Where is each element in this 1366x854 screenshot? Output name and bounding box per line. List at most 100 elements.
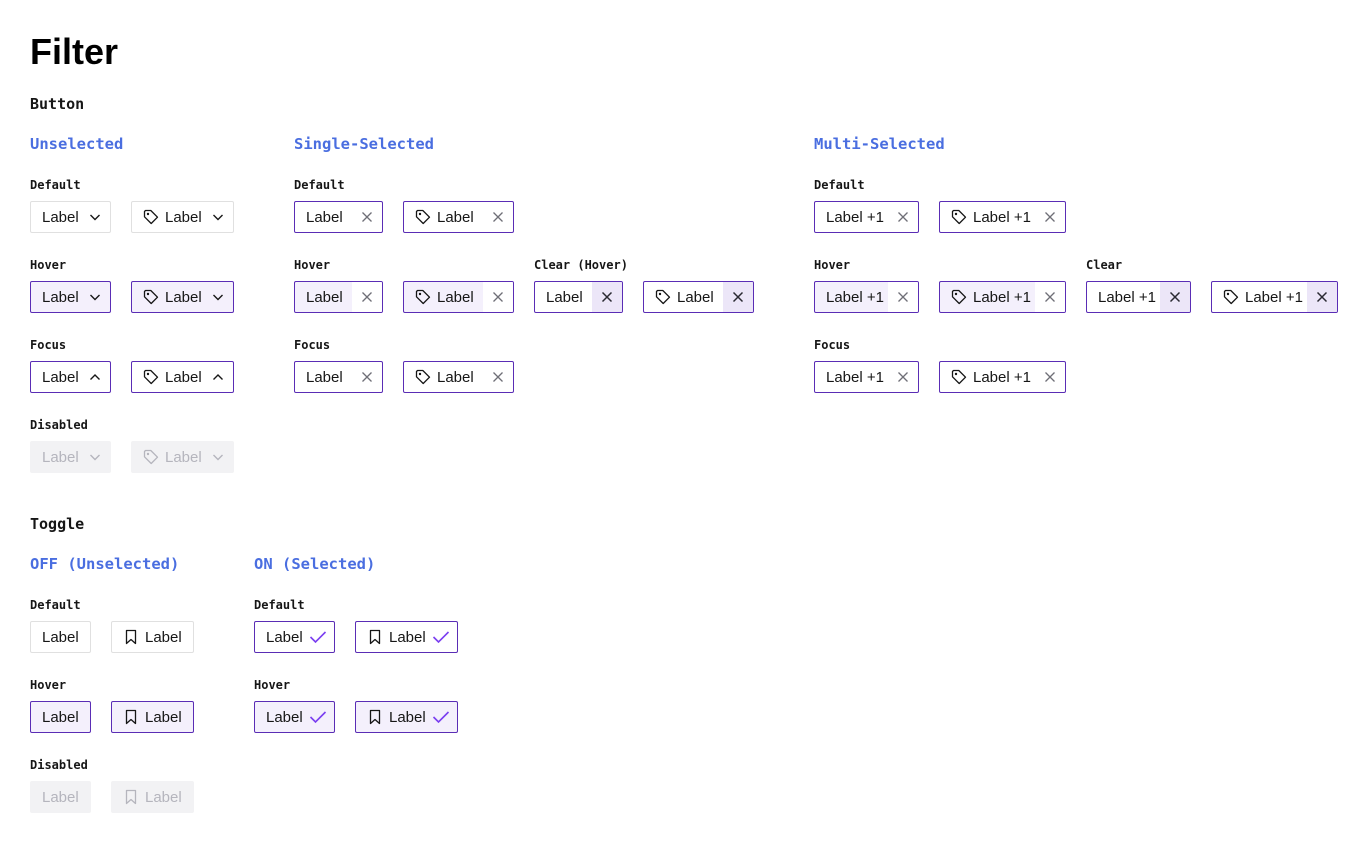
toggle-on-hover-with-icon[interactable]: Label [355,701,458,733]
tag-icon [143,209,159,225]
close-icon[interactable] [352,202,382,232]
state-label-default: Default [30,598,81,612]
state-label-hover: Hover [30,678,67,692]
close-icon[interactable] [723,282,753,312]
tag-icon [143,449,159,465]
checkmark-icon [309,710,327,724]
close-icon[interactable] [483,202,513,232]
chip-label: Label +1 [826,368,884,386]
chip-label: Label [42,788,79,806]
filter-button-multi-hover[interactable]: Label +1 [814,281,919,313]
close-icon[interactable] [352,362,382,392]
tag-icon [143,289,159,305]
chevron-down-icon [88,450,102,464]
filter-button-multi-default[interactable]: Label +1 [814,201,919,233]
close-icon[interactable] [1160,282,1190,312]
filter-button-multi-clear[interactable]: Label +1 [1086,281,1191,313]
filter-button-multi-clear-with-icon[interactable]: Label +1 [1211,281,1338,313]
chip-label: Label [42,288,79,306]
bookmark-icon [123,629,139,645]
section-heading-toggle: Toggle [30,515,85,533]
filter-button-multi-focus[interactable]: Label +1 [814,361,919,393]
chip-label: Label [389,628,426,646]
state-label-focus: Focus [814,338,851,352]
group-heading-single-selected: Single-Selected [294,135,434,153]
chip-label: Label [165,448,202,466]
page-title: Filter [30,31,119,72]
chip-label: Label +1 [1098,288,1156,306]
bookmark-icon [367,709,383,725]
filter-button-multi-default-with-icon[interactable]: Label +1 [939,201,1066,233]
state-label-focus: Focus [294,338,331,352]
filter-button-single-default[interactable]: Label [294,201,383,233]
chevron-up-icon [211,370,225,384]
chevron-down-icon [211,290,225,304]
filter-button-unselected-hover[interactable]: Label [30,281,111,313]
close-icon[interactable] [1035,362,1065,392]
tag-icon [415,289,431,305]
filter-button-single-default-with-icon[interactable]: Label [403,201,514,233]
bookmark-icon [123,709,139,725]
chip-label: Label [42,628,79,646]
close-icon[interactable] [352,282,382,312]
close-icon[interactable] [888,282,918,312]
close-icon[interactable] [888,362,918,392]
state-label-default: Default [814,178,865,192]
close-icon[interactable] [592,282,622,312]
state-label-default: Default [30,178,81,192]
toggle-off-hover[interactable]: Label [30,701,91,733]
toggle-on-default[interactable]: Label [254,621,335,653]
filter-button-single-clear-hover[interactable]: Label [534,281,623,313]
chip-label: Label [437,288,474,306]
chip-label: Label [546,288,583,306]
close-icon[interactable] [483,362,513,392]
chip-label: Label +1 [973,208,1031,226]
chip-label: Label +1 [973,288,1031,306]
filter-button-multi-hover-with-icon[interactable]: Label +1 [939,281,1066,313]
tag-icon [415,209,431,225]
group-heading-unselected: Unselected [30,135,124,153]
chip-label: Label [42,208,79,226]
toggle-off-default[interactable]: Label [30,621,91,653]
state-label-default: Default [294,178,345,192]
filter-button-single-focus[interactable]: Label [294,361,383,393]
toggle-off-disabled-with-icon: Label [111,781,194,813]
toggle-off-hover-with-icon[interactable]: Label [111,701,194,733]
chip-label: Label +1 [973,368,1031,386]
filter-button-single-focus-with-icon[interactable]: Label [403,361,514,393]
chip-label: Label [42,448,79,466]
state-label-disabled: Disabled [30,418,88,432]
close-icon[interactable] [1035,202,1065,232]
close-icon[interactable] [888,202,918,232]
state-label-focus: Focus [30,338,67,352]
chip-label: Label [306,368,343,386]
chip-label: Label [437,208,474,226]
chip-label: Label [266,628,303,646]
filter-button-single-clear-hover-with-icon[interactable]: Label [643,281,754,313]
state-label-default: Default [254,598,305,612]
toggle-off-default-with-icon[interactable]: Label [111,621,194,653]
filter-button-unselected-default[interactable]: Label [30,201,111,233]
filter-button-single-hover-with-icon[interactable]: Label [403,281,514,313]
chevron-down-icon [88,210,102,224]
checkmark-icon [309,630,327,644]
bookmark-icon [123,789,139,805]
filter-button-single-hover[interactable]: Label [294,281,383,313]
filter-button-unselected-focus-with-icon[interactable]: Label [131,361,234,393]
filter-button-unselected-hover-with-icon[interactable]: Label [131,281,234,313]
chip-label: Label [437,368,474,386]
chip-label: Label +1 [826,208,884,226]
filter-button-unselected-focus[interactable]: Label [30,361,111,393]
close-icon[interactable] [1307,282,1337,312]
group-heading-off: OFF (Unselected) [30,555,180,573]
filter-button-unselected-default-with-icon[interactable]: Label [131,201,234,233]
tag-icon [951,209,967,225]
toggle-on-hover[interactable]: Label [254,701,335,733]
chip-label: Label +1 [826,288,884,306]
close-icon[interactable] [483,282,513,312]
checkmark-icon [432,710,450,724]
filter-button-multi-focus-with-icon[interactable]: Label +1 [939,361,1066,393]
toggle-on-default-with-icon[interactable]: Label [355,621,458,653]
close-icon[interactable] [1035,282,1065,312]
chip-label: Label [165,368,202,386]
